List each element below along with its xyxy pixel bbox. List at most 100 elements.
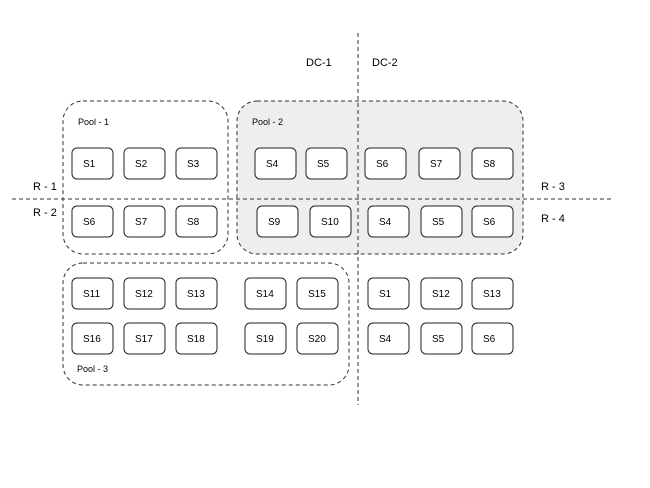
server-node: S16 xyxy=(71,322,114,355)
server-node: S9 xyxy=(256,205,299,238)
server-node-box xyxy=(256,205,299,238)
server-node-box xyxy=(71,147,114,180)
server-node: S18 xyxy=(175,322,218,355)
server-node-box xyxy=(175,322,218,355)
pool-3-label: Pool - 3 xyxy=(77,364,108,374)
server-node-box xyxy=(71,277,114,310)
server-node-box xyxy=(244,322,287,355)
server-node-box xyxy=(364,147,407,180)
server-node-label: S6 xyxy=(376,159,389,170)
server-node-box xyxy=(123,205,166,238)
server-node: S10 xyxy=(309,205,352,238)
server-node-label: S1 xyxy=(83,159,96,170)
server-node-box xyxy=(471,277,514,310)
server-node: S1 xyxy=(367,277,410,310)
server-node-label: S4 xyxy=(379,334,392,345)
server-node-box xyxy=(471,147,514,180)
server-node: S1 xyxy=(71,147,114,180)
server-node-box xyxy=(418,147,461,180)
server-node-label: S18 xyxy=(187,334,205,345)
server-node-label: S8 xyxy=(187,217,200,228)
server-node-label: S14 xyxy=(256,289,274,300)
server-node: S6 xyxy=(471,205,514,238)
server-node: S7 xyxy=(123,205,166,238)
server-node: S8 xyxy=(471,147,514,180)
server-node-label: S13 xyxy=(187,289,205,300)
server-node: S20 xyxy=(296,322,339,355)
server-node-box xyxy=(244,277,287,310)
server-node-label: S10 xyxy=(321,217,339,228)
server-node-label: S15 xyxy=(308,289,326,300)
server-node-box xyxy=(420,322,463,355)
server-node: S11 xyxy=(71,277,114,310)
server-node-box xyxy=(71,322,114,355)
pool-1-label: Pool - 1 xyxy=(78,117,109,127)
server-node-box xyxy=(305,147,348,180)
server-node-label: S7 xyxy=(430,159,443,170)
server-node-box xyxy=(175,277,218,310)
server-node-label: S19 xyxy=(256,334,274,345)
server-node: S5 xyxy=(420,205,463,238)
server-node-label: S4 xyxy=(379,217,392,228)
server-node-box xyxy=(471,205,514,238)
server-node: S8 xyxy=(175,205,218,238)
server-node: S15 xyxy=(296,277,339,310)
pool-2-label: Pool - 2 xyxy=(252,117,283,127)
server-node-box xyxy=(254,147,297,180)
server-node-label: S4 xyxy=(266,159,279,170)
server-node-label: S13 xyxy=(483,289,501,300)
server-node: S13 xyxy=(175,277,218,310)
server-node: S4 xyxy=(367,322,410,355)
server-node-box xyxy=(367,205,410,238)
server-node-label: S5 xyxy=(432,217,445,228)
server-node-label: S12 xyxy=(135,289,153,300)
server-node-box xyxy=(123,147,166,180)
server-node-box xyxy=(175,147,218,180)
server-node-label: S6 xyxy=(83,217,96,228)
server-node-box xyxy=(123,322,166,355)
region-r3-label: R - 3 xyxy=(541,181,565,193)
server-node-box xyxy=(367,322,410,355)
server-node-box xyxy=(296,322,339,355)
server-node: S3 xyxy=(175,147,218,180)
server-node: S2 xyxy=(123,147,166,180)
server-node-box xyxy=(420,205,463,238)
server-node: S6 xyxy=(71,205,114,238)
server-node-box xyxy=(309,205,352,238)
region-r1-label: R - 1 xyxy=(33,181,57,193)
server-node-label: S3 xyxy=(187,159,200,170)
server-node-label: S6 xyxy=(483,334,496,345)
server-node: S6 xyxy=(471,322,514,355)
pool-1-box xyxy=(62,100,229,255)
server-node-label: S5 xyxy=(317,159,330,170)
server-node-box xyxy=(296,277,339,310)
server-node: S6 xyxy=(364,147,407,180)
server-node: S4 xyxy=(254,147,297,180)
pool-3-box xyxy=(62,262,350,386)
server-node: S19 xyxy=(244,322,287,355)
server-node: S7 xyxy=(418,147,461,180)
server-node-label: S7 xyxy=(135,217,148,228)
server-node: S17 xyxy=(123,322,166,355)
server-node-box xyxy=(420,277,463,310)
server-node-box xyxy=(471,322,514,355)
server-node-label: S1 xyxy=(379,289,392,300)
server-node-label: S8 xyxy=(483,159,496,170)
server-node-box xyxy=(367,277,410,310)
server-node-label: S11 xyxy=(83,289,100,300)
server-node: S12 xyxy=(123,277,166,310)
server-node-label: S17 xyxy=(135,334,153,345)
server-node: S5 xyxy=(305,147,348,180)
server-node-label: S5 xyxy=(432,334,445,345)
server-node-box xyxy=(123,277,166,310)
server-node-label: S20 xyxy=(308,334,326,345)
server-node-box xyxy=(71,205,114,238)
server-node-label: S2 xyxy=(135,159,148,170)
server-node-label: S9 xyxy=(268,217,281,228)
server-node-label: S12 xyxy=(432,289,450,300)
server-node-label: S6 xyxy=(483,217,496,228)
server-node: S13 xyxy=(471,277,514,310)
server-node-box xyxy=(175,205,218,238)
